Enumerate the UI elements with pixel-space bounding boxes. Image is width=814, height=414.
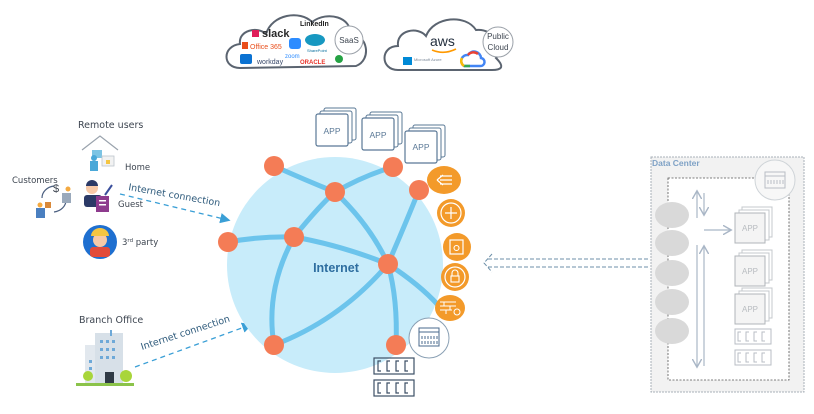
salesforce-icon <box>305 34 325 46</box>
zoom-logo: zoom <box>285 54 300 60</box>
remote-users-title: Remote users <box>78 120 143 131</box>
app-label: APP <box>323 126 340 136</box>
dc-server-building-icon <box>754 159 796 201</box>
slack-logo: slack <box>262 28 290 40</box>
app-label: APP <box>742 305 758 314</box>
whatsapp-icon <box>335 55 343 63</box>
app-label: APP <box>742 267 758 276</box>
google-cloud-icon <box>460 50 486 68</box>
firewall-icon <box>435 295 465 321</box>
contractor-icon <box>83 225 117 259</box>
dc-node <box>655 318 689 344</box>
dc-node <box>655 289 689 315</box>
dc-node <box>655 260 689 286</box>
padlock-icon <box>441 263 469 291</box>
slack-icon <box>252 30 259 37</box>
proxy-icon <box>427 166 461 194</box>
internet-nodes <box>218 156 429 355</box>
saas-cloud: slack LinkedIn Office 365 zoom SharePoin… <box>225 14 367 70</box>
office365-logo: Office 365 <box>250 44 282 51</box>
dc-node <box>655 230 689 256</box>
customers-icon: $ <box>36 183 71 218</box>
data-center: Data Center APP <box>650 156 805 393</box>
app-label: APP <box>412 142 429 152</box>
network-node <box>378 254 398 274</box>
home-label: Home <box>125 163 150 173</box>
router-icon <box>437 199 465 227</box>
network-node <box>264 335 284 355</box>
dc-app-stack: APP <box>734 287 773 325</box>
public-cloud-label-1: Public <box>487 32 509 41</box>
app-stack: APP <box>315 107 357 147</box>
saas-label: SaaS <box>339 36 359 45</box>
aws-logo: aws <box>430 33 455 49</box>
oracle-logo: ORACLE <box>300 60 325 66</box>
server-rack-icon <box>373 357 415 375</box>
data-center-title: Data Center <box>652 158 700 168</box>
dc-app-stack: APP <box>734 249 773 287</box>
server-rack-icon <box>373 379 415 397</box>
datacenter-tunnel-arrow <box>483 253 650 273</box>
network-node <box>386 335 406 355</box>
public-cloud: aws Microsoft Azure Public Cloud <box>383 18 514 71</box>
office365-icon <box>242 42 248 49</box>
network-node <box>284 227 304 247</box>
dc-app-stack: APP <box>734 206 773 244</box>
app-stack: APP <box>361 111 403 151</box>
app-label: APP <box>369 130 386 140</box>
sharepoint-logo: SharePoint <box>307 48 328 53</box>
dc-node <box>655 202 689 228</box>
server-building-icon <box>408 317 450 359</box>
network-node <box>218 232 238 252</box>
app-stack: APP <box>404 124 446 164</box>
zoom-icon <box>289 38 301 49</box>
internet-globe <box>227 157 443 373</box>
network-node <box>383 157 403 177</box>
guest-label: Guest <box>118 200 144 210</box>
network-node <box>325 182 345 202</box>
branch-office-title: Branch Office <box>79 315 143 326</box>
internet-apps: APP APP APP <box>315 107 446 164</box>
home-office-icon <box>81 135 119 171</box>
saas-badge <box>334 25 364 55</box>
box-icon <box>240 54 252 64</box>
network-node <box>409 180 429 200</box>
azure-logo: Microsoft Azure <box>414 57 442 62</box>
linkedin-logo: LinkedIn <box>300 21 329 28</box>
workday-logo: workday <box>256 59 284 66</box>
guest-icon <box>84 180 113 212</box>
dc-flow-arrows <box>697 192 730 366</box>
internet-label: Internet <box>313 261 360 275</box>
third-party-label: 3rd party <box>122 238 158 248</box>
remote-users-group: Remote users Home Guest <box>12 120 158 259</box>
azure-icon <box>403 57 412 65</box>
remote-connection-arrow <box>119 193 231 224</box>
dc-server-rack-icon <box>734 349 772 366</box>
branch-connection-arrow <box>134 322 253 368</box>
svg-text:$: $ <box>53 183 59 195</box>
network-node <box>264 156 284 176</box>
public-cloud-label-2: Cloud <box>488 43 509 52</box>
lock-box-icon <box>443 233 471 261</box>
security-services <box>427 166 471 321</box>
branch-connection-label: Internet connection <box>140 314 232 353</box>
dc-server-rack-icon <box>734 328 772 345</box>
public-cloud-badge <box>482 26 514 58</box>
building-icon <box>76 330 134 386</box>
app-label: APP <box>742 224 758 233</box>
customers-label: Customers <box>12 176 58 186</box>
dc-load-balancers <box>655 202 689 344</box>
aws-smile-icon <box>431 48 457 54</box>
